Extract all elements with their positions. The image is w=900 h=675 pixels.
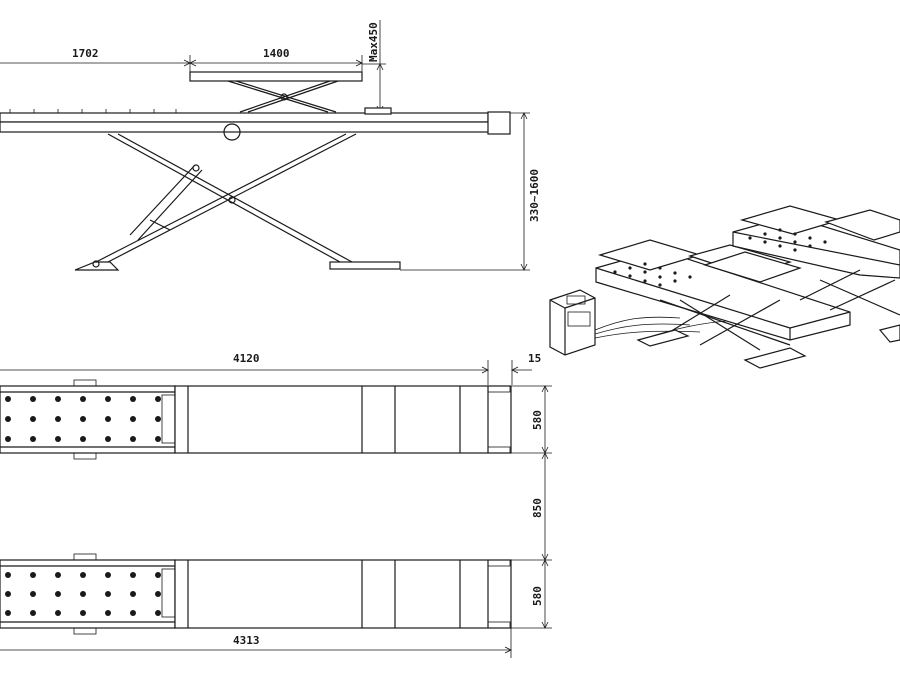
dim-overall-length: 4313 — [233, 634, 260, 647]
dimension-lines-top — [0, 20, 386, 113]
rear-lift — [732, 205, 900, 343]
perspective-view — [549, 205, 900, 369]
dim-height-range: 330~1600 — [528, 169, 541, 222]
dim-platform-length: 1702 — [72, 47, 99, 60]
sub-platform — [189, 71, 363, 113]
dim-platform-spacing: 850 — [531, 498, 544, 518]
scissor-mechanism — [74, 133, 401, 271]
front-lift — [595, 239, 851, 369]
dim-end-gap: 15 — [528, 352, 541, 365]
dim-platform-width-2: 580 — [531, 586, 544, 606]
side-elevation-view: 1702 1400 Max450 — [0, 20, 541, 271]
dim-sub-platform-length: 1400 — [263, 47, 290, 60]
dimension-lines-plan-bottom — [0, 628, 512, 658]
plan-view: 4120 15 — [0, 352, 552, 658]
control-console — [549, 289, 596, 356]
runway-lower — [0, 553, 512, 635]
dim-platform-width-1: 580 — [531, 410, 544, 430]
dim-max-lift: Max450 — [367, 22, 380, 62]
main-platform — [0, 107, 511, 141]
runway-upper — [0, 379, 512, 460]
dim-total-length: 4120 — [233, 352, 260, 365]
dimension-lines-plan-top — [0, 360, 532, 385]
height-dimension-line — [400, 112, 530, 271]
dimension-lines-plan-right — [511, 385, 552, 629]
